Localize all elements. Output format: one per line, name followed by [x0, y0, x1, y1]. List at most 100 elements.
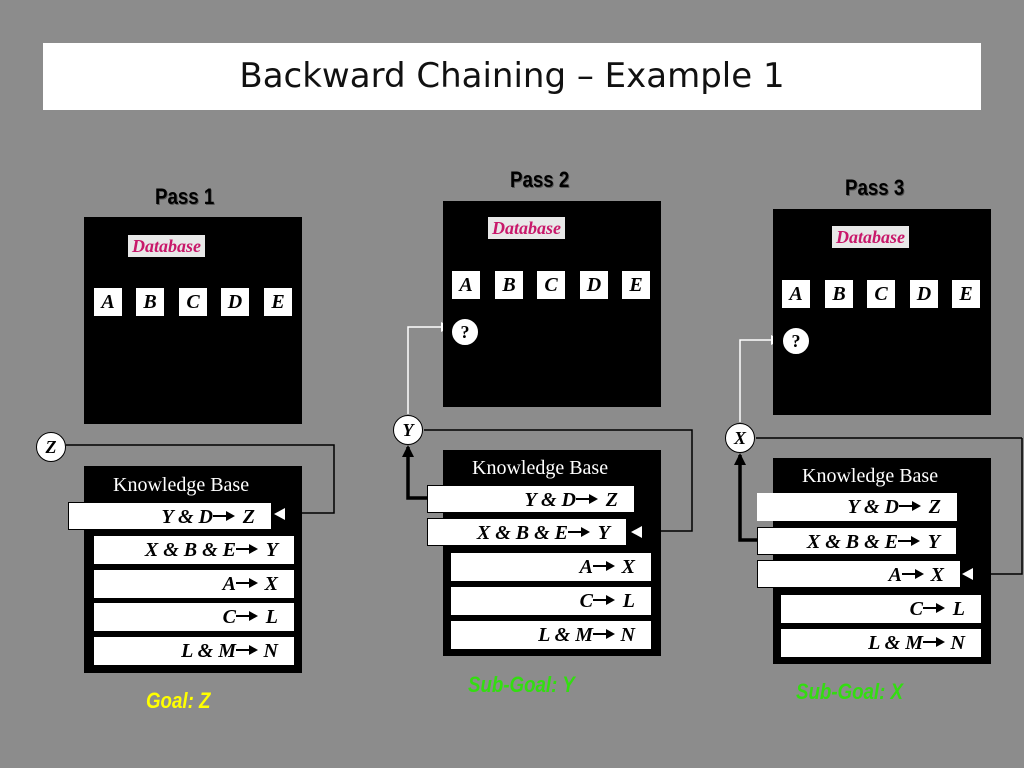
rule-rhs: Y [597, 522, 610, 544]
rule-lhs: X & B & E [806, 531, 898, 553]
arrow-icon [236, 645, 258, 655]
pass-1-rule: X & B & E Y [94, 536, 294, 564]
rule-lhs: A [888, 564, 902, 586]
rule-rhs: L [952, 598, 965, 620]
rule-rhs: N [950, 632, 965, 654]
pass-1-rule: L & M N [94, 637, 294, 665]
pass-3-fact: C [867, 280, 895, 308]
pass-2-fact: B [495, 271, 523, 299]
slide-title: Backward Chaining – Example 1 [239, 56, 785, 96]
pass-2-rule: Y & D Z [427, 485, 635, 513]
pass-1-rule-pointer [274, 508, 285, 520]
rule-rhs: N [620, 624, 635, 646]
pass-2-rule: A X [451, 553, 651, 581]
pass-1-fact: D [221, 288, 249, 316]
pass-1-database-label: Database [128, 235, 205, 257]
pass-3-rule: L & M N [781, 629, 981, 657]
arrow-icon [593, 561, 615, 571]
rule-lhs: Y & D [847, 496, 899, 518]
rule-lhs: Y & D [161, 506, 213, 528]
pass-1-goal-text: Goal: Z [146, 688, 211, 713]
rule-rhs: Y [265, 539, 278, 561]
pass-3-label: Pass 3 [845, 175, 905, 200]
title-bar: Backward Chaining – Example 1 [43, 43, 981, 110]
rule-rhs: X [264, 573, 278, 595]
rule-rhs: X [621, 556, 635, 578]
pass-3-fact: D [910, 280, 938, 308]
arrow-icon [213, 511, 235, 521]
arrow-icon [593, 629, 615, 639]
pass-2-goal-text: Sub-Goal: Y [468, 672, 575, 697]
pass-1-fact: E [264, 288, 292, 316]
rule-rhs: L [622, 590, 635, 612]
arrow-icon [236, 544, 258, 554]
pass2-rule-arrow [402, 445, 427, 500]
pass-1-fact: B [136, 288, 164, 316]
pass2-goal-link [424, 429, 693, 532]
pass-3-query: ? [782, 327, 810, 355]
arrow-icon [902, 569, 924, 579]
arrow-icon [236, 611, 258, 621]
pass-2-label: Pass 2 [510, 167, 570, 192]
pass2-query-link [407, 322, 451, 414]
rule-rhs: Z [605, 489, 618, 511]
rule-rhs: X [930, 564, 944, 586]
rule-rhs: Z [242, 506, 255, 528]
pass-2-rule: X & B & E Y [427, 518, 627, 546]
arrow-icon [568, 527, 590, 537]
rule-lhs: C [222, 606, 236, 628]
rule-lhs: Y & D [524, 489, 576, 511]
pass-2-fact: C [537, 271, 565, 299]
pass3-goal-link-2 [990, 438, 1023, 575]
pass-3-goal-node: X [725, 423, 755, 453]
arrow-icon [576, 494, 598, 504]
pass-3-rule: Y & D Z [757, 493, 957, 521]
pass-3-fact: E [952, 280, 980, 308]
arrow-icon [898, 536, 920, 546]
pass-2-rule: C L [451, 587, 651, 615]
rule-lhs: C [579, 590, 593, 612]
pass-1-rule: A X [94, 570, 294, 598]
rule-rhs: L [265, 606, 278, 628]
rule-rhs: Y [927, 531, 940, 553]
pass-3-fact: A [782, 280, 810, 308]
pass-3-rule-pointer [962, 568, 973, 580]
pass-1-fact: A [94, 288, 122, 316]
rule-rhs: N [263, 640, 278, 662]
rule-lhs: A [222, 573, 236, 595]
pass-2-rule: L & M N [451, 621, 651, 649]
rule-lhs: L & M [538, 624, 593, 646]
pass-3-kb-title: Knowledge Base [802, 465, 939, 487]
pass-1-rule: Y & D Z [68, 502, 272, 530]
pass-1-label: Pass 1 [155, 184, 215, 209]
arrow-icon [899, 501, 921, 511]
pass-2-fact: E [622, 271, 650, 299]
rule-lhs: L & M [868, 632, 923, 654]
rule-rhs: Z [928, 496, 941, 518]
arrow-icon [923, 637, 945, 647]
pass-1-goal-node: Z [36, 432, 66, 462]
pass1-goal-link [66, 444, 335, 514]
rule-lhs: L & M [181, 640, 236, 662]
arrow-icon [593, 595, 615, 605]
pass-3-rule: X & B & E Y [757, 527, 957, 555]
pass-3-goal-text: Sub-Goal: X [796, 679, 904, 704]
pass3-query-link [739, 335, 781, 422]
pass-1-kb-title: Knowledge Base [113, 474, 250, 496]
rule-lhs: A [579, 556, 593, 578]
pass-2-kb-title: Knowledge Base [472, 457, 609, 479]
pass-2-query: ? [451, 318, 479, 346]
pass-1-rule: C L [94, 603, 294, 631]
rule-lhs: C [909, 598, 923, 620]
pass-2-database-label: Database [488, 217, 565, 239]
pass-2-fact: A [452, 271, 480, 299]
pass-2-goal-node: Y [393, 415, 423, 445]
rule-lhs: X & B & E [144, 539, 236, 561]
pass-3-database-label: Database [832, 226, 909, 248]
pass-2-rule-pointer [631, 526, 642, 538]
rule-lhs: X & B & E [476, 522, 568, 544]
pass3-rule-arrow [734, 453, 757, 542]
pass-3-rule: C L [781, 595, 981, 623]
arrow-icon [923, 603, 945, 613]
pass-3-rule: A X [757, 560, 961, 588]
